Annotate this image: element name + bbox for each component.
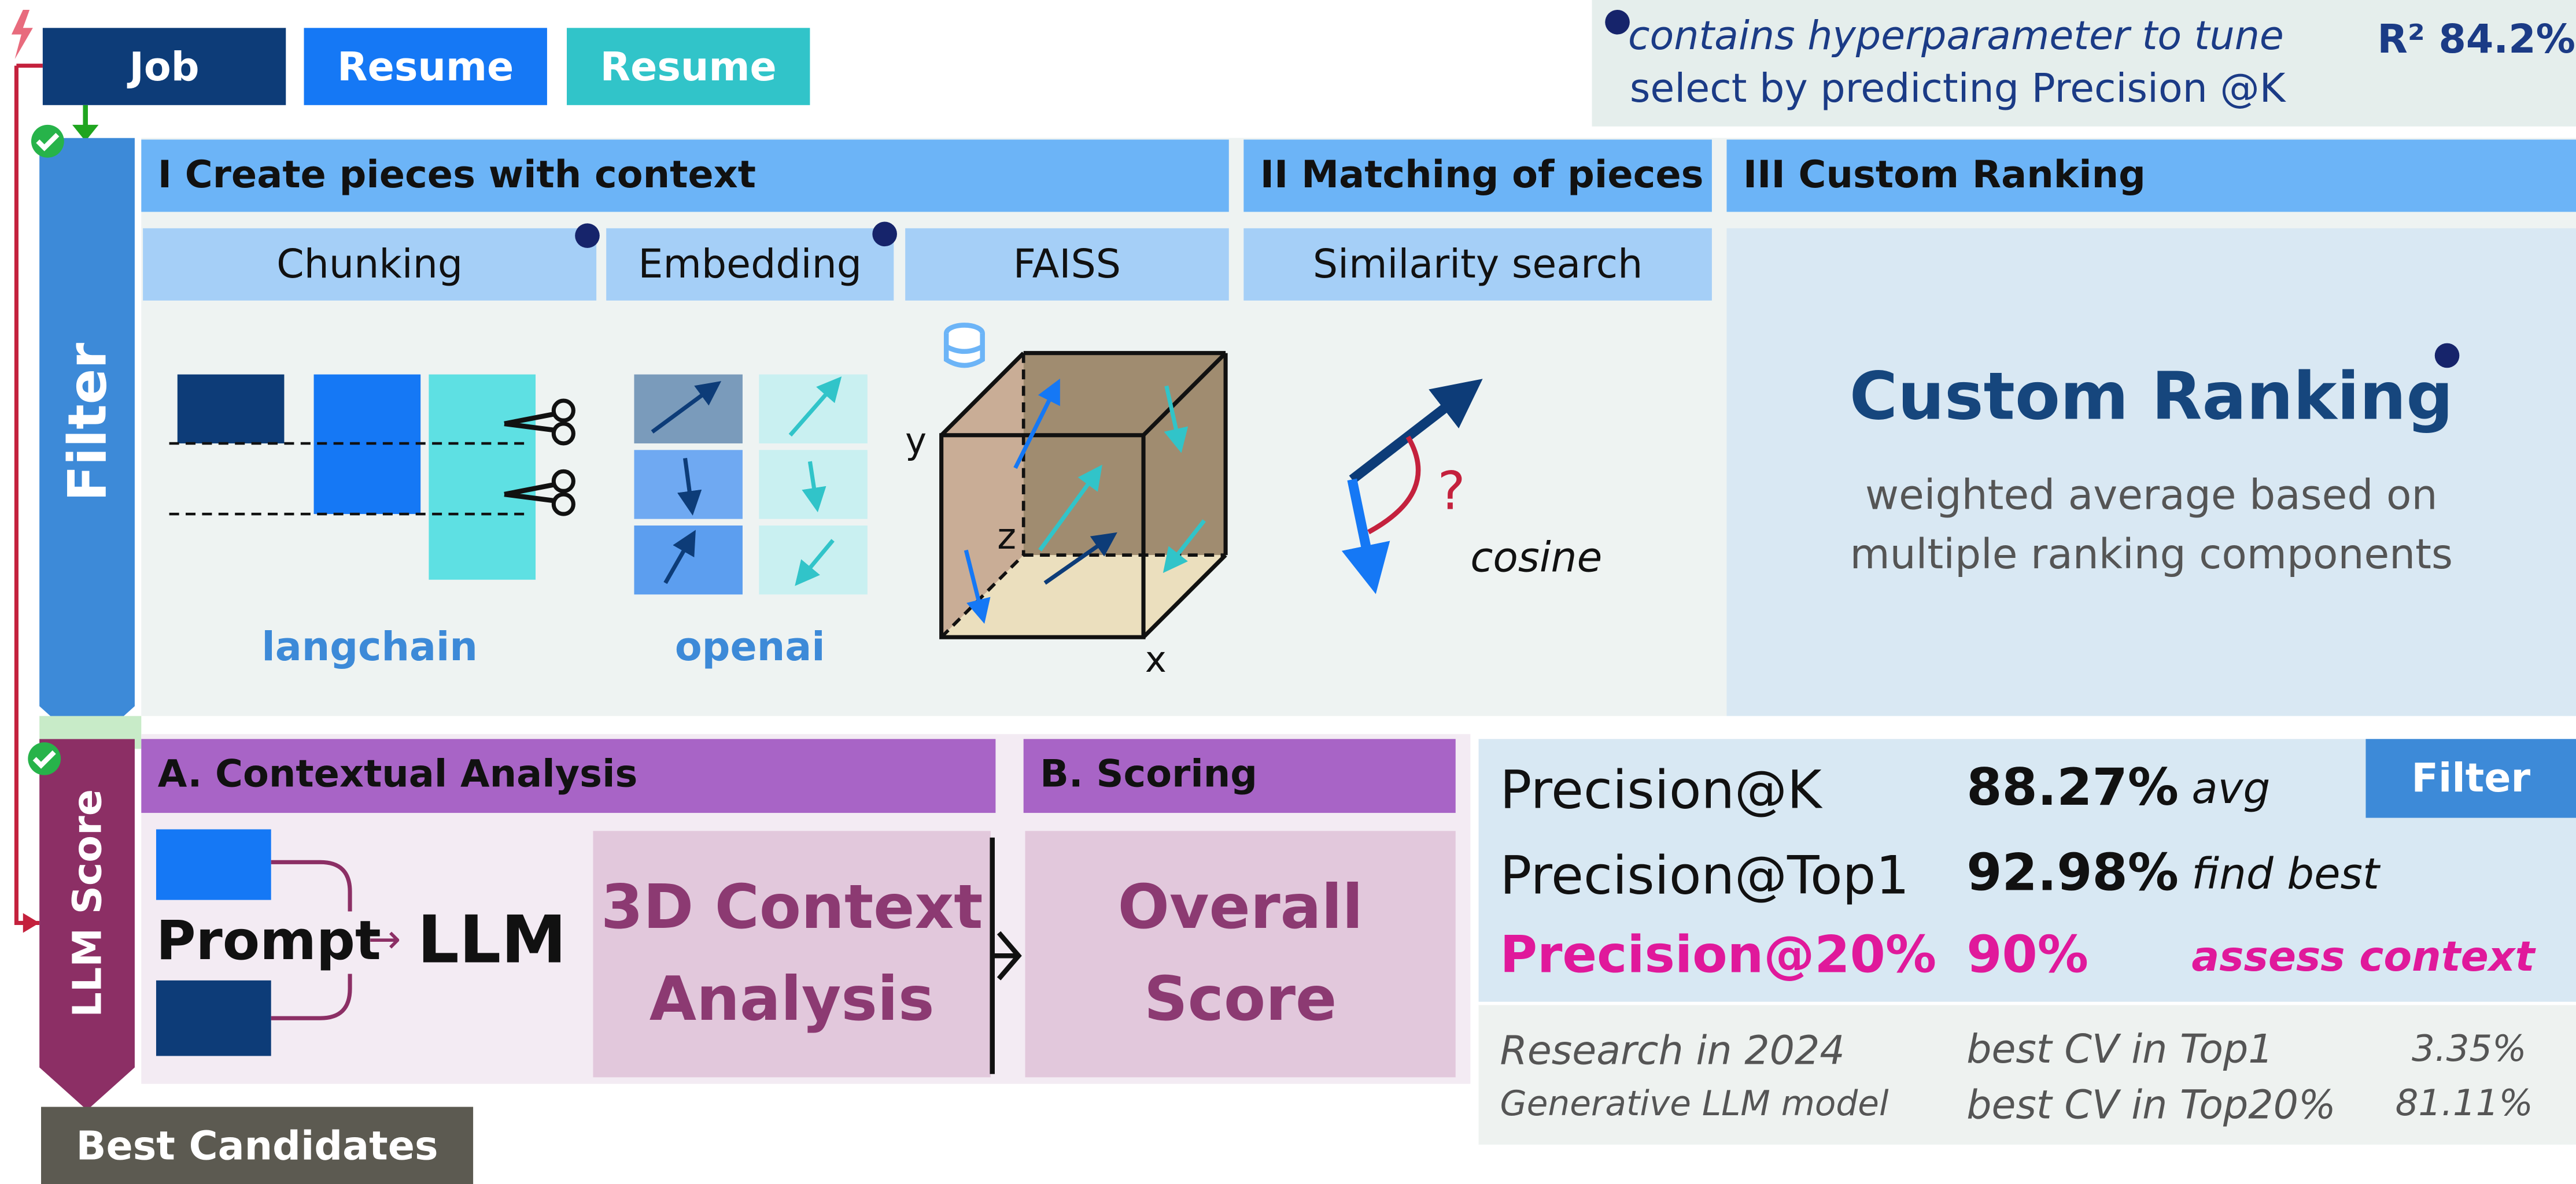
section-custom-ranking: III Custom Ranking [1726,139,2576,212]
axis-x-label: x [1145,640,1167,682]
hyperparameter-dot-icon [1605,10,1630,35]
scissors-icon [504,398,575,446]
value-precision-top1: 92.98% [1966,844,2179,904]
best-candidates-output: Best Candidates [41,1107,474,1184]
embedding-vectors-illustration [634,374,868,595]
openai-label: openai [674,624,825,670]
prompt-label: Prompt [156,908,381,972]
prompt-inputs-illustration [156,829,352,1056]
value-precision-k: 88.27% [1966,758,2179,818]
note-line-1: contains hyperparameter to tune [1628,13,2284,60]
overall-score-box: Overall Score [1025,831,1456,1078]
check-icon-llm [28,742,61,775]
chunking-dot-icon [575,223,600,248]
brace-icon [990,837,1022,1074]
hyperparameter-note: contains hyperparameter to tune select b… [1592,0,2576,127]
section-create-pieces: I Create pieces with context [141,139,1229,212]
llm-stage-label: LLM Score [64,789,110,1018]
axis-z-label: z [997,517,1017,558]
question-mark: ? [1437,460,1466,523]
filter-stage-bar [39,138,135,749]
overall-score-line-2: Score [1143,964,1337,1035]
context-analysis-line-1: 3D Context [600,872,983,943]
context-analysis-line-2: Analysis [649,964,935,1035]
research-line-1: Research in 2024 [1500,1028,1845,1074]
llm-label: LLM [417,903,567,979]
research-panel [1478,1005,2576,1145]
filter-stage-label: Filter [56,342,119,502]
resume-label-1: Resume [337,43,514,90]
cosine-label: cosine [1470,534,1603,582]
resume-button-1[interactable]: Resume [304,28,547,105]
down-arrow-icon [72,105,99,142]
resume-label-2: Resume [600,43,777,90]
metric-precision-top1: Precision@Top1 [1500,844,1910,907]
embedding-dot-icon [872,221,897,247]
context-analysis-box: 3D Context Analysis [593,831,991,1078]
section-contextual-analysis: A. Contextual Analysis [141,739,996,813]
lightning-icon [11,10,33,60]
metric-precision-20: Precision@20% [1500,926,1937,986]
check-icon-filter [31,124,64,158]
value-precision-20: 90% [1966,926,2088,986]
llm-stage-bar [39,739,135,1111]
r2-score: R² 84.2% [2377,16,2575,62]
cv-top1-value: 3.35% [2412,1030,2527,1071]
faiss-step: FAISS [905,228,1229,301]
similarity-step: Similarity search [1243,228,1712,301]
database-icon [943,323,985,368]
note-precision-20: assess context [2191,933,2535,980]
faiss-cube-illustration [939,351,1228,639]
note-precision-top1: find best [2191,850,2380,900]
chunking-illustration [169,374,536,580]
cosine-similarity-illustration [1341,379,1483,594]
job-label: Job [129,43,200,90]
note-line-2: select by predicting Precision @K [1629,65,2286,112]
results-filter-tag: Filter [2365,739,2576,818]
custom-ranking-panel: Custom Ranking weighted average based on… [1726,228,2576,716]
section-matching: II Matching of pieces [1243,139,1712,212]
overall-score-line-1: Overall [1117,872,1363,943]
feedback-loop-line [14,64,43,933]
custom-ranking-desc-1: weighted average based on [1865,471,2438,519]
research-line-2: Generative LLM model [1500,1083,1889,1123]
metric-precision-k: Precision@K [1500,758,1822,822]
cv-top20-label: best CV in Top20% [1966,1082,2336,1128]
cv-top1-label: best CV in Top1 [1966,1026,2274,1072]
job-button[interactable]: Job [42,28,286,105]
axis-y-label: y [905,422,927,464]
langchain-label: langchain [261,624,478,670]
custom-ranking-desc-2: multiple ranking components [1850,530,2453,578]
filter-stage-label-wrap: Filter [33,138,141,706]
custom-ranking-title: Custom Ranking [1849,360,2453,435]
cv-top20-value: 81.11% [2395,1083,2533,1125]
custom-ranking-dot-icon [2434,343,2460,368]
prompt-arrow-icon: → [368,916,401,963]
scissors-icon [504,469,575,516]
llm-stage-label-wrap: LLM Score [33,739,141,1067]
embedding-step: Embedding [606,228,894,301]
note-precision-k: avg [2191,765,2271,815]
resume-button-2[interactable]: Resume [567,28,810,105]
section-scoring: B. Scoring [1023,739,1456,813]
chunking-step: Chunking [143,228,597,301]
